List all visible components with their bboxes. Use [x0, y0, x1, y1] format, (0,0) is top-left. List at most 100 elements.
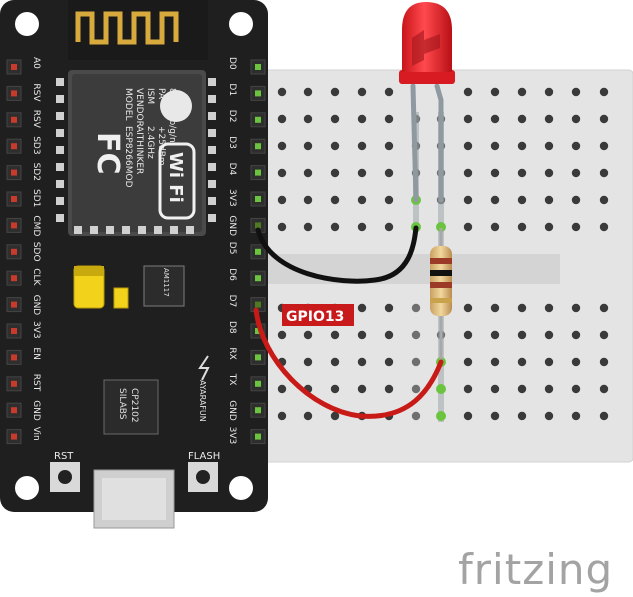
breadboard-hole — [277, 87, 287, 97]
breadboard-hole — [303, 357, 313, 367]
breadboard-hole — [599, 303, 609, 313]
pin-label: GND — [227, 215, 237, 236]
breadboard-hole — [599, 114, 609, 124]
breadboard-center-channel — [262, 254, 560, 284]
mount-hole — [229, 12, 253, 36]
pin-label: 3V3 — [227, 189, 237, 207]
resistor-band-3 — [430, 282, 452, 288]
lightning-icon — [198, 355, 210, 381]
gnd-wire[interactable] — [255, 225, 419, 284]
red-led — [399, 2, 455, 203]
header-pin — [255, 301, 261, 308]
breadboard-hole — [571, 141, 581, 151]
breadboard-hole — [571, 222, 581, 232]
breadboard-hole — [303, 411, 313, 421]
breadboard-hole — [544, 168, 554, 178]
breadboard-hole — [544, 411, 554, 421]
breadboard-hole — [517, 384, 527, 394]
breadboard-hole — [544, 357, 554, 367]
header-pin — [11, 380, 17, 387]
breadboard-hole — [357, 87, 367, 97]
pin-label: D0 — [227, 57, 237, 70]
ayarafun-logo-icon — [160, 90, 192, 122]
resistor-body — [430, 246, 452, 316]
regulator-label: AM1117 — [162, 268, 170, 297]
breadboard-hole — [330, 141, 340, 151]
chip-line1: SILABS — [117, 388, 127, 420]
header-pin — [11, 196, 17, 202]
brand-label: AYARAFUN — [198, 380, 207, 422]
breadboard-hole — [544, 195, 554, 205]
connected-hole — [436, 411, 446, 421]
pin-label: SD2 — [31, 163, 41, 181]
breadboard-hole — [599, 411, 609, 421]
header-pin — [255, 169, 261, 176]
connected-hole — [436, 384, 446, 394]
breadboard-hole — [357, 168, 367, 178]
breadboard-hole — [330, 330, 340, 340]
breadboard-hole — [357, 195, 367, 205]
usb-serial-chip — [103, 379, 159, 435]
breadboard-hole — [490, 195, 500, 205]
small-capacitor — [113, 287, 129, 309]
module-value-ism: 2.4GHz — [145, 126, 155, 159]
breadboard-hole — [303, 87, 313, 97]
breadboard-hole — [303, 195, 313, 205]
breadboard-hole — [303, 330, 313, 340]
resistor — [430, 228, 452, 360]
breadboard-hole — [517, 303, 527, 313]
pin-label: 3V3 — [31, 321, 41, 339]
breadboard-hole — [517, 87, 527, 97]
connected-hole — [436, 222, 446, 232]
header-pin — [255, 143, 261, 150]
breadboard-hole — [599, 168, 609, 178]
gpio13-label-box — [282, 304, 354, 326]
module-contacts — [56, 78, 216, 234]
breadboard-hole — [544, 141, 554, 151]
breadboard-hole — [599, 384, 609, 394]
pin-label: D5 — [227, 242, 237, 255]
breadboard-hole — [330, 411, 340, 421]
breadboard-hole — [517, 330, 527, 340]
breadboard-hole — [303, 222, 313, 232]
breadboard-hole — [490, 330, 500, 340]
pin-label: CLK — [31, 268, 41, 286]
breadboard-hole — [384, 141, 394, 151]
breadboard-hole — [544, 87, 554, 97]
breadboard-hole — [571, 303, 581, 313]
fritzing-watermark: fritzing — [458, 545, 613, 594]
pin-label: RX — [227, 347, 237, 359]
mount-hole — [15, 12, 39, 36]
breadboard-hole — [277, 384, 287, 394]
breadboard-hole — [599, 330, 609, 340]
header-pin — [11, 407, 17, 414]
header-pin — [11, 354, 17, 361]
pcb-antenna-trace — [75, 11, 179, 45]
rst-label: RST — [54, 451, 74, 462]
wifi-mark: Wi Fi — [165, 152, 186, 203]
breadboard-hole — [517, 195, 527, 205]
header-pin — [255, 64, 261, 70]
breadboard-hole — [357, 114, 367, 124]
led-cathode-leg — [410, 83, 419, 203]
pin-label: D1 — [227, 83, 237, 96]
breadboard-hole — [411, 384, 421, 394]
gpio13-wire[interactable] — [253, 307, 444, 419]
header-pin — [255, 433, 261, 440]
pin-label: CMD — [31, 215, 41, 236]
pin-label: RST — [31, 374, 41, 392]
header-pin — [11, 301, 17, 308]
breadboard-hole — [571, 168, 581, 178]
header-pin — [255, 380, 261, 387]
pin-label: SD3 — [31, 136, 41, 154]
header-pin — [11, 64, 17, 70]
header-pin — [255, 328, 261, 334]
pin-label: D6 — [227, 268, 237, 281]
breadboard-hole — [571, 357, 581, 367]
breadboard-hole — [303, 114, 313, 124]
breadboard-hole — [517, 222, 527, 232]
breadboard-hole — [330, 87, 340, 97]
flash-label: FLASH — [188, 451, 220, 462]
wifi-logo-icon — [158, 142, 196, 220]
breadboard-hole — [544, 303, 554, 313]
